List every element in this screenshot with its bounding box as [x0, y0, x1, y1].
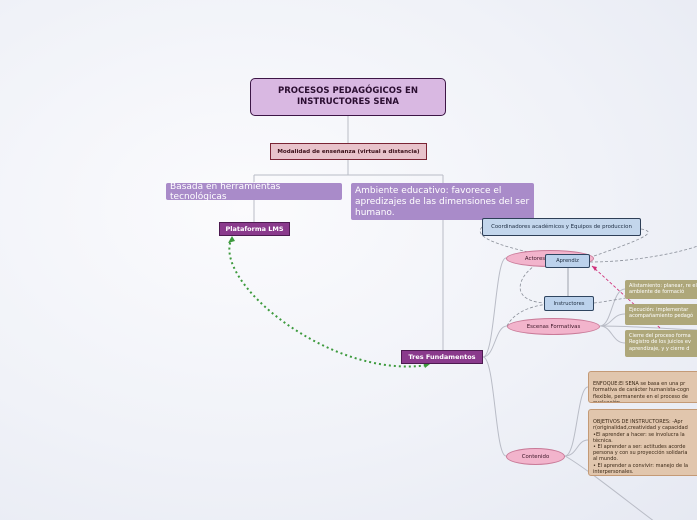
actores-label: Actores [524, 255, 546, 262]
enfoque-text: ENFOQUE:El SENA se basa en una pr format… [593, 381, 690, 403]
alistamiento-text: Alistamiento: planear, re el ambiente de… [629, 283, 697, 296]
alistamiento-note[interactable]: Alistamiento: planear, re el ambiente de… [625, 280, 697, 299]
tres-label: Tres Fundamentos [408, 353, 476, 361]
ambiente-node[interactable]: Ambiente educativo: favorece el aprediza… [351, 183, 534, 220]
basada-label: Basada en herramientas tecnológicas [170, 181, 281, 202]
coordinadores-label: Coordinadores académicos y Equipos de pr… [491, 224, 632, 230]
modalidad-label: Modalidad de enseñanza (virtual a distan… [277, 148, 420, 155]
modalidad-node[interactable]: Modalidad de enseñanza (virtual a distan… [270, 143, 427, 160]
aprendiz-label: Aprendiz [556, 258, 579, 264]
instructores-node[interactable]: Instructores [544, 296, 594, 311]
objetivos-text: OBJETIVOS DE INSTRUCTORES: -Apr r(origin… [593, 419, 689, 475]
tres-fundamentos-node[interactable]: Tres Fundamentos [401, 350, 483, 364]
objetivos-note[interactable]: OBJETIVOS DE INSTRUCTORES: -Apr r(origin… [588, 409, 697, 476]
enfoque-note[interactable]: ENFOQUE:El SENA se basa en una pr format… [588, 371, 697, 403]
contenido-node[interactable]: Contenido [506, 448, 565, 465]
escenas-node[interactable]: Escenas Formativas [507, 318, 600, 335]
root-title: PROCESOS PEDAGÓGICOS EN INSTRUCTORES SEN… [278, 86, 418, 107]
basada-node[interactable]: Basada en herramientas tecnológicas [166, 181, 342, 202]
ejecucion-text: Ejecución: implementar acompañamiento pe… [629, 307, 694, 320]
plataforma-label: Plataforma LMS [225, 225, 284, 233]
cierre-note[interactable]: Cierre del proceso forma Registro de los… [625, 330, 697, 357]
contenido-label: Contenido [521, 453, 550, 460]
aprendiz-node[interactable]: Aprendiz [545, 254, 590, 268]
escenas-label: Escenas Formativas [526, 323, 581, 330]
cierre-text: Cierre del proceso forma Registro de los… [629, 333, 691, 352]
ambiente-label: Ambiente educativo: favorece el aprediza… [355, 186, 530, 218]
root-topic[interactable]: PROCESOS PEDAGÓGICOS EN INSTRUCTORES SEN… [250, 78, 446, 116]
instructores-label: Instructores [553, 300, 585, 307]
coordinadores-node[interactable]: Coordinadores académicos y Equipos de pr… [482, 218, 641, 236]
ejecucion-note[interactable]: Ejecución: implementar acompañamiento pe… [625, 304, 697, 325]
plataforma-lms-node[interactable]: Plataforma LMS [219, 222, 290, 236]
